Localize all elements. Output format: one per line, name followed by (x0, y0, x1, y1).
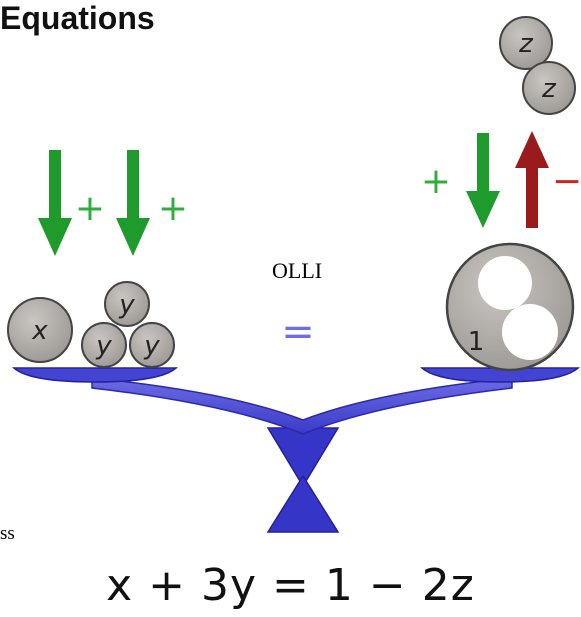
ball-x-label: x (31, 316, 48, 346)
removed-ball-hole-1 (478, 256, 532, 310)
plus-sign: + (421, 161, 451, 202)
left-pan (12, 367, 178, 383)
stand-lower-triangle (266, 474, 340, 533)
ball-z-label: z (518, 29, 534, 59)
up-arrow-icon (515, 131, 549, 228)
down-arrow-icon (116, 150, 150, 256)
ball-z-2: z (522, 61, 576, 115)
equation: x + 3y = 1 − 2z (106, 560, 475, 611)
plus-sign: + (158, 188, 188, 229)
ball-y-3: y (104, 281, 150, 327)
minus-sign: − (552, 161, 581, 202)
ball-y-label: y (143, 331, 160, 361)
down-arrow-icon (466, 133, 500, 228)
down-arrow-icon (38, 150, 72, 256)
balance-beam (91, 377, 513, 435)
ball-y-label: y (118, 290, 135, 320)
page-title: Equations (0, 0, 155, 36)
removed-ball-hole-2 (502, 304, 558, 360)
ball-y-1: y (81, 322, 127, 368)
weight-label: 1 (468, 327, 485, 357)
side-text: ss (0, 523, 15, 544)
plus-sign: + (75, 188, 105, 229)
ball-x: x (7, 297, 73, 363)
ball-y-2: y (129, 322, 175, 368)
center-label: OLLI (272, 258, 323, 283)
ball-z-label: z (541, 74, 557, 104)
weight-one: 1 (445, 242, 575, 372)
balance-equals-sign: = (281, 309, 315, 355)
ball-z-1: z (499, 16, 553, 70)
ball-y-label: y (95, 331, 112, 361)
right-pan (420, 367, 580, 383)
